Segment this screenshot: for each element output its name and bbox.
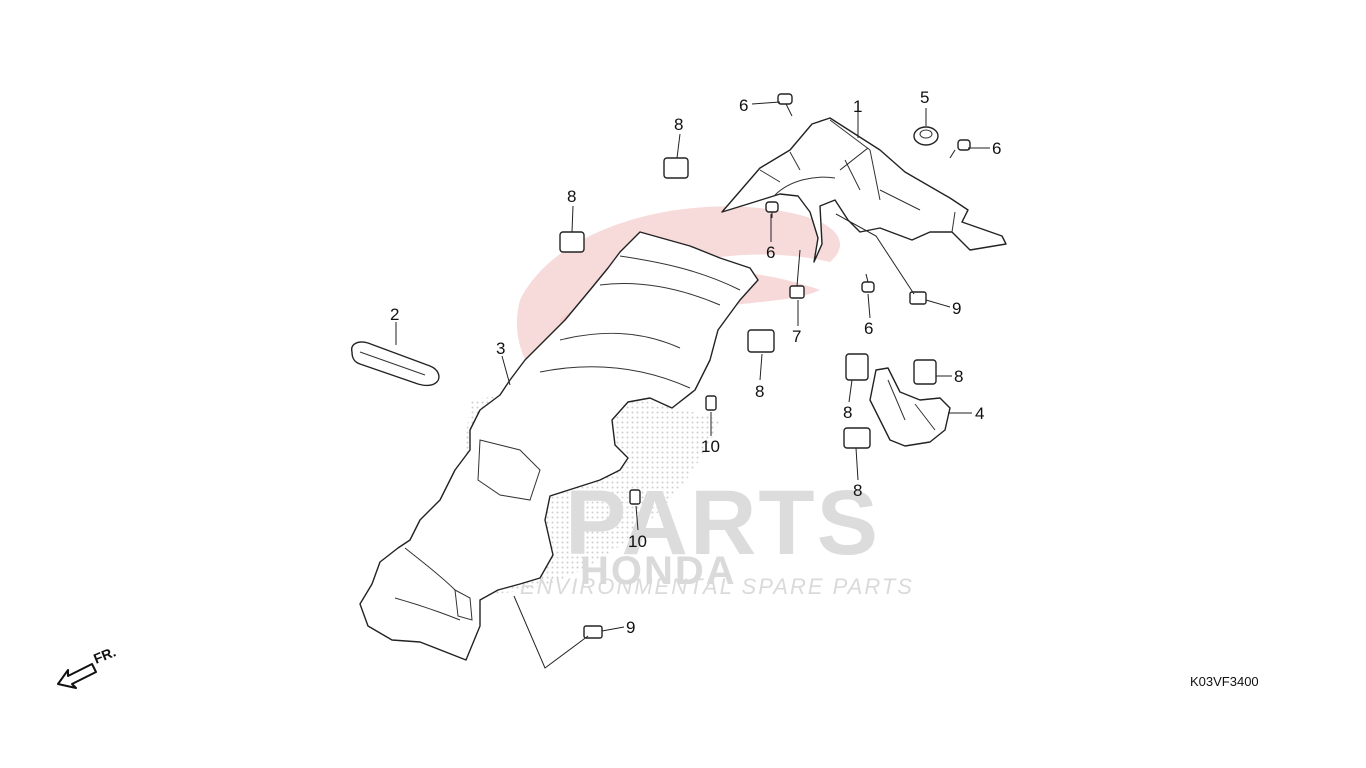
part-4-bracket bbox=[869, 367, 951, 447]
leader-lines bbox=[395, 101, 990, 669]
callout-8d: 8 bbox=[843, 403, 852, 422]
watermark-sub-brand: HONDA bbox=[580, 549, 737, 593]
callout-8a: 8 bbox=[674, 115, 683, 134]
callout-4: 4 bbox=[975, 404, 984, 423]
part-2-rubber-band bbox=[351, 341, 440, 387]
callout-3: 3 bbox=[496, 339, 505, 358]
callout-5: 5 bbox=[920, 88, 929, 107]
bolt-6c bbox=[765, 201, 779, 218]
bolt-6d bbox=[861, 273, 875, 293]
front-label: FR. bbox=[91, 643, 118, 666]
part-8-clip-nuts bbox=[559, 157, 937, 449]
diagram-code: K03VF3400 bbox=[1190, 674, 1259, 689]
callout-9a: 9 bbox=[952, 299, 961, 318]
clip-8f bbox=[843, 427, 871, 449]
clip-8d bbox=[845, 353, 869, 381]
part-1-rear-fender-upper bbox=[721, 117, 1007, 263]
watermark-tagline: ENVIRONMENTAL SPARE PARTS bbox=[520, 574, 914, 599]
callout-1: 1 bbox=[853, 97, 862, 116]
part-6-bolts bbox=[765, 93, 971, 293]
watermark-brand: PARTS bbox=[565, 472, 880, 574]
callout-2: 2 bbox=[390, 305, 399, 324]
bolt-6a bbox=[777, 93, 793, 117]
screw-10a bbox=[705, 395, 717, 411]
part-7-bolt bbox=[789, 249, 805, 299]
callout-8f: 8 bbox=[853, 481, 862, 500]
callout-8c: 8 bbox=[755, 382, 764, 401]
callout-10a: 10 bbox=[701, 437, 720, 456]
callout-7: 7 bbox=[792, 327, 801, 346]
callout-9b: 9 bbox=[626, 618, 635, 637]
bolt-6b bbox=[949, 139, 971, 159]
part-9-screws bbox=[583, 291, 927, 639]
screw-9b bbox=[583, 625, 603, 639]
screw-10b bbox=[629, 489, 641, 505]
callout-6c: 6 bbox=[766, 243, 775, 262]
callout-6b: 6 bbox=[992, 139, 1001, 158]
part-10-screws bbox=[629, 395, 717, 505]
callout-6d: 6 bbox=[864, 319, 873, 338]
watermark-wing-logo bbox=[516, 206, 840, 380]
part-5-grommet bbox=[913, 126, 939, 146]
clip-8e bbox=[913, 359, 937, 385]
callout-6a: 6 bbox=[739, 96, 748, 115]
clip-8b bbox=[559, 231, 585, 253]
callout-10b: 10 bbox=[628, 532, 647, 551]
callout-8e: 8 bbox=[954, 367, 963, 386]
screw-9a bbox=[909, 291, 927, 305]
front-arrow-icon bbox=[57, 663, 97, 689]
part-3-rear-fender-main bbox=[359, 231, 759, 661]
callout-8b: 8 bbox=[567, 187, 576, 206]
clip-8a bbox=[663, 157, 689, 179]
front-direction-indicator: FR. bbox=[57, 643, 118, 689]
callout-labels: 1 2 3 4 5 6 6 6 6 7 8 8 8 8 8 8 9 9 10 1… bbox=[390, 88, 1001, 637]
clip-8c bbox=[747, 329, 775, 353]
